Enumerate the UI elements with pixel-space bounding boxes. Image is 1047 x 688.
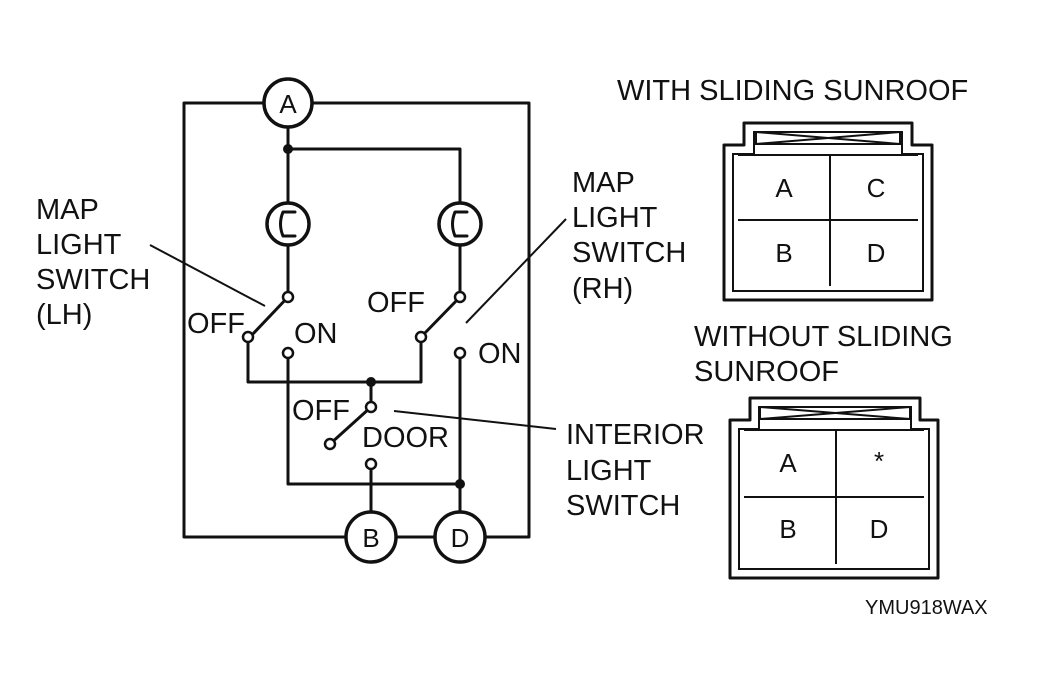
callout-line: MAP — [36, 194, 99, 226]
connector-without-sunroof: WITHOUT SLIDING SUNROOF A * B D — [694, 321, 953, 580]
leader-line — [149, 244, 266, 307]
rh-off-contact — [414, 330, 428, 344]
rh-on-label: ON — [478, 338, 522, 370]
interior-off-label: OFF — [292, 395, 350, 427]
lh-on-label: ON — [294, 318, 338, 350]
rh-off-label: OFF — [367, 287, 425, 319]
pin-label: * — [874, 446, 884, 476]
pin-label: B — [779, 514, 796, 544]
junction-node — [283, 144, 293, 154]
callout-line: SWITCH — [36, 264, 150, 296]
junction-node — [366, 377, 376, 387]
terminal-a: A — [262, 77, 314, 129]
pin-label: B — [775, 238, 792, 268]
callout-line: SWITCH — [566, 490, 680, 522]
terminal-b: B — [344, 510, 398, 564]
switch-contacts — [241, 290, 467, 471]
interior-off-contact — [323, 437, 337, 451]
callout-line: LIGHT — [572, 202, 658, 234]
junction-node — [455, 479, 465, 489]
callout-map-switch-lh: MAP LIGHT SWITCH (LH) — [36, 194, 266, 331]
terminal-b-label: B — [362, 523, 379, 553]
callout-line: SWITCH — [572, 237, 686, 269]
callout-line: LIGHT — [36, 229, 122, 261]
rh-common-contact — [453, 290, 467, 304]
interior-door-label: DOOR — [362, 422, 449, 454]
figure-code: YMU918WAX — [865, 597, 988, 619]
callout-line: (LH) — [36, 299, 92, 331]
lh-common-contact — [281, 290, 295, 304]
callout-line: MAP — [572, 167, 635, 199]
callout-line: (RH) — [572, 273, 633, 305]
callout-map-switch-rh: MAP LIGHT SWITCH (RH) — [465, 167, 686, 324]
interior-common-contact — [364, 400, 378, 414]
rh-on-contact — [453, 346, 467, 360]
leader-line — [393, 410, 557, 430]
connector-title: WITH SLIDING SUNROOF — [617, 75, 968, 107]
connector-title: WITHOUT SLIDING — [694, 321, 953, 353]
connector-title: SUNROOF — [694, 356, 839, 388]
callout-interior-switch: INTERIOR LIGHT SWITCH — [393, 410, 705, 522]
pin-label: D — [867, 238, 886, 268]
pin-label: A — [775, 173, 793, 203]
map-lamp-lh — [265, 201, 311, 247]
terminal-d-label: D — [451, 523, 470, 553]
lh-on-contact — [281, 346, 295, 360]
pin-label: A — [779, 448, 797, 478]
pin-label: D — [870, 514, 889, 544]
terminal-a-label: A — [279, 89, 297, 119]
pin-label: C — [867, 173, 886, 203]
leader-line — [465, 218, 567, 324]
callout-line: INTERIOR — [566, 419, 705, 451]
interior-door-contact — [364, 457, 378, 471]
lh-off-label: OFF — [187, 308, 245, 340]
map-lamp-rh — [437, 201, 483, 247]
callout-line: LIGHT — [566, 455, 652, 487]
terminal-d: D — [433, 510, 487, 564]
lh-off-contact — [241, 330, 255, 344]
connector-with-sunroof: WITH SLIDING SUNROOF A C B D — [617, 75, 968, 302]
junction-nodes — [283, 144, 465, 489]
